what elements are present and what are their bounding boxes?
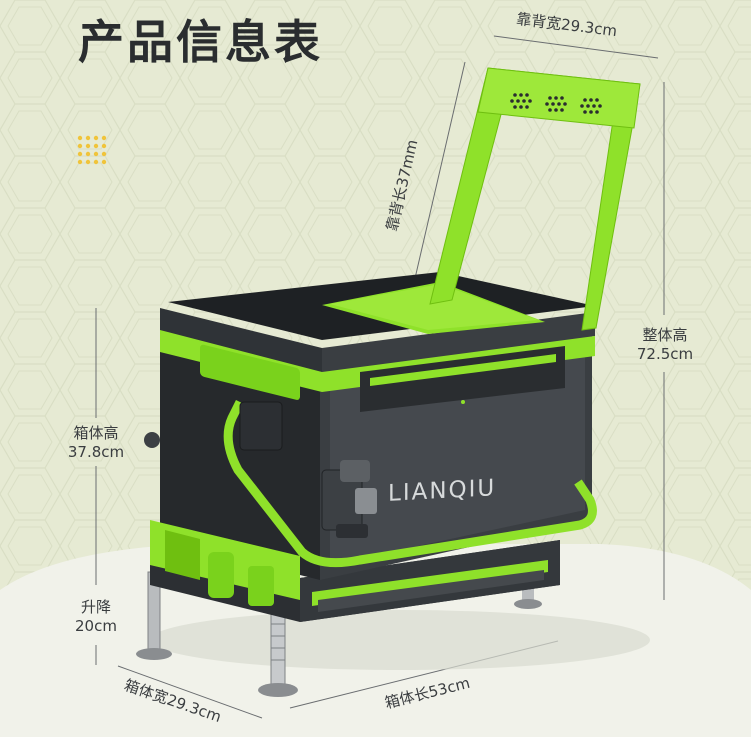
decorative-dots: [77, 135, 107, 165]
lift-label: 升降 20cm: [56, 598, 136, 636]
box-height-title: 箱体高: [73, 424, 119, 442]
page-title: 产品信息表: [78, 15, 323, 69]
lift-title: 升降: [80, 598, 111, 616]
box-height-value: 37.8cm: [67, 443, 125, 461]
box-width-line: [117, 665, 263, 719]
overall-height-title: 整体高: [642, 326, 688, 344]
box-height-label: 箱体高 37.8cm: [56, 424, 136, 462]
overall-height-label: 整体高 72.5cm: [628, 326, 702, 364]
lift-value: 20cm: [75, 617, 117, 635]
backrest-width-line: [493, 35, 659, 59]
overall-height-value: 72.5cm: [636, 345, 694, 363]
side-clamp: [321, 460, 377, 538]
backrest-length-line: [409, 61, 466, 301]
backrest: [429, 67, 641, 331]
